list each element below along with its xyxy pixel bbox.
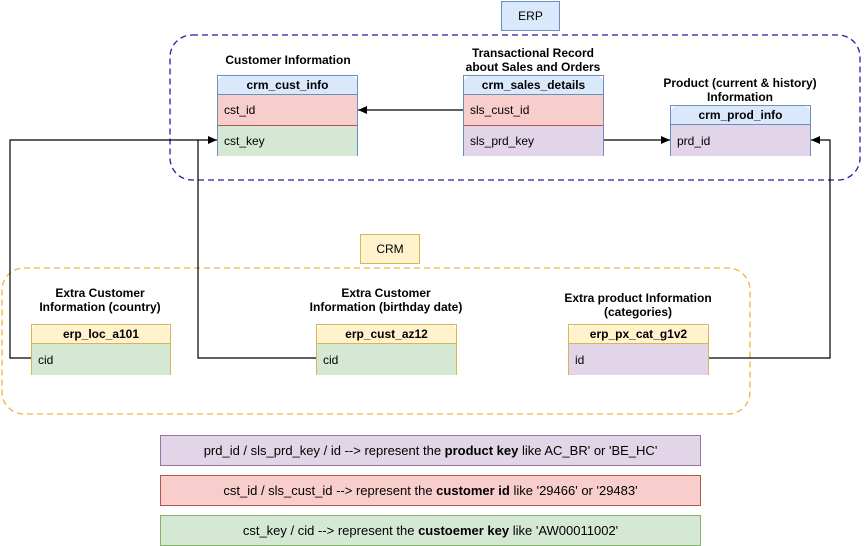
erp-group-label: ERP [501,1,560,31]
legend-text: like 'AW00011002' [509,523,619,538]
caption-line: about Sales and Orders [465,60,601,74]
legend-customer-key: cst_key / cid --> represent the custoeme… [160,515,701,546]
entity-erp-cust-az12[interactable]: erp_cust_az12 cid [316,324,457,375]
field-cst-key: cst_key [218,126,357,156]
legend-product-key: prd_id / sls_prd_key / id --> represent … [160,435,701,466]
entity-crm-prod-info[interactable]: crm_prod_info prd_id [670,105,811,156]
erp-group-border [169,34,861,181]
entity-header: erp_px_cat_g1v2 [569,325,708,344]
entity-header: erp_cust_az12 [317,325,456,344]
field-cst-id: cst_id [218,95,357,126]
field-id: id [569,344,708,375]
legend-text: cst_id / sls_cust_id --> represent the [223,483,437,498]
loc-caption: Extra Customer Information (country) [10,286,190,314]
connector-px-cat-id-to-prd-id [708,136,831,359]
legend-text: prd_id / sls_prd_key / id --> represent … [203,443,445,458]
px-cat-caption: Extra product Information (categories) [548,291,728,319]
crm-group-border [1,267,751,415]
field-cid: cid [317,344,456,375]
entity-header: crm_prod_info [671,106,810,125]
caption-line: (categories) [603,305,673,319]
caption-line: Transactional Record [471,46,595,60]
caption-line: Extra product Information [564,291,712,305]
caption-line: Information (country) [39,300,161,314]
caption-line: Extra Customer [341,286,431,300]
entity-erp-loc-a101[interactable]: erp_loc_a101 cid [31,324,171,375]
entity-crm-sales-details[interactable]: crm_sales_details sls_cust_id sls_prd_ke… [463,75,604,156]
prd-info-caption: Product (current & history) Information [640,76,840,104]
legend-text: like '29466' or '29483' [509,483,638,498]
caption-line: Information [707,90,773,104]
entity-header: crm_cust_info [218,76,357,95]
field-prd-id: prd_id [671,125,810,156]
entity-header: erp_loc_a101 [32,325,170,344]
legend-text: cst_key / cid --> represent the [242,523,419,538]
legend-bold: custoemer key [418,523,510,538]
caption-line: Extra Customer [55,286,145,300]
legend-customer-id: cst_id / sls_cust_id --> represent the c… [160,475,701,506]
caption-line: Information (birthday date) [309,300,463,314]
cust-info-caption: Customer Information [225,53,351,67]
legend-bold: customer id [436,483,510,498]
entity-crm-cust-info[interactable]: crm_cust_info cst_id cst_key [217,75,358,156]
legend-text: like AC_BR' or 'BE_HC' [518,443,658,458]
entity-header: crm_sales_details [464,76,603,95]
field-sls-cust-id: sls_cust_id [464,95,603,126]
cust-az-caption: Extra Customer Information (birthday dat… [286,286,486,314]
connector-cust-az-cid-to-cst-key [197,140,316,359]
connector-loc-cid-to-cst-key [9,136,217,359]
caption-line: Product (current & history) [663,76,817,90]
field-cid: cid [32,344,170,375]
legend-bold: product key [444,443,519,458]
entity-erp-px-cat-g1v2[interactable]: erp_px_cat_g1v2 id [568,324,709,375]
field-sls-prd-key: sls_prd_key [464,126,603,156]
crm-group-label: CRM [360,234,420,264]
sales-details-caption: Transactional Record about Sales and Ord… [443,46,623,74]
